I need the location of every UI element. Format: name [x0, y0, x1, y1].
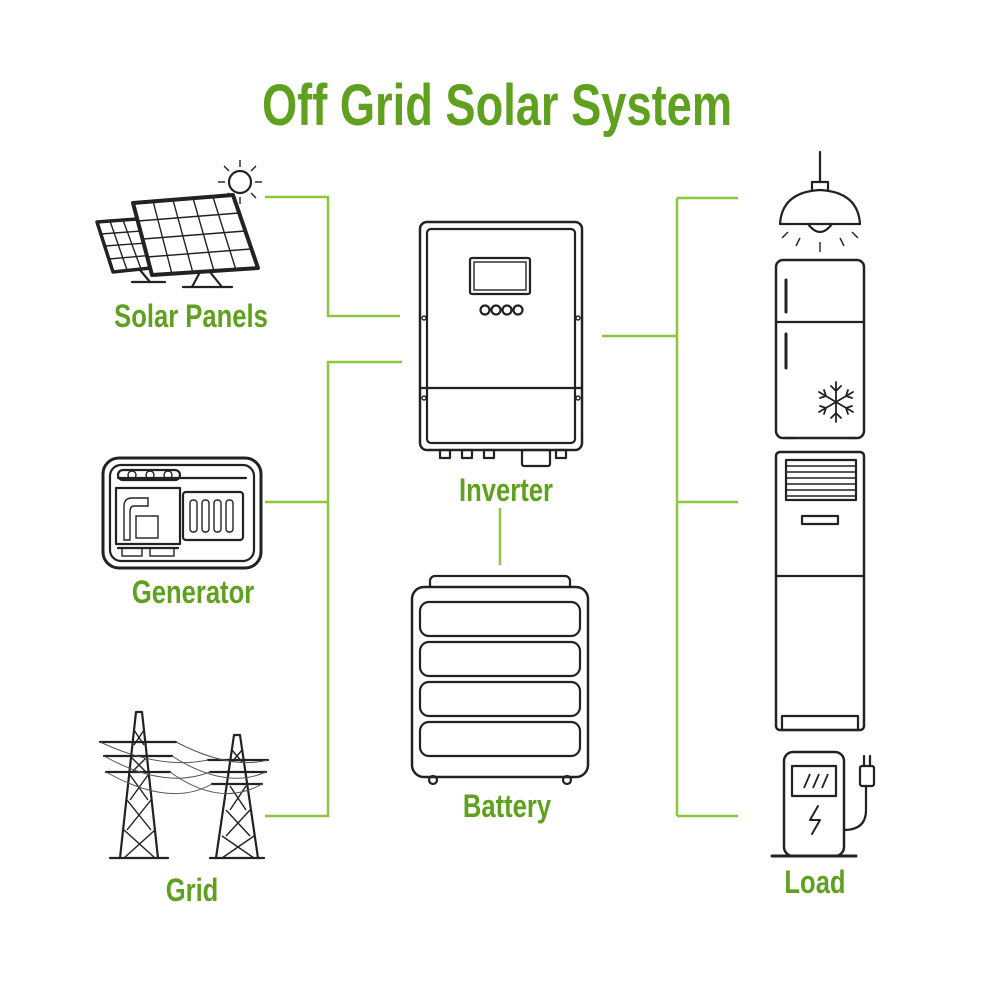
connector-lines: [265, 195, 738, 818]
refrigerator-icon: [774, 258, 866, 440]
label-battery: Battery: [462, 788, 552, 824]
connector-solar-inverter: [265, 195, 400, 318]
label-grid: Grid: [165, 872, 219, 908]
generator-icon: [101, 456, 263, 570]
air-conditioner-icon: [774, 450, 866, 732]
ev-charger-icon: [770, 750, 876, 858]
solar-panel-icon: [95, 193, 260, 289]
diagram-title: Off Grid Solar System: [261, 73, 733, 138]
connector-grid-bus: [265, 360, 402, 818]
label-solar-panels: Solar Panels: [114, 298, 268, 334]
inverter-icon: [418, 220, 584, 468]
power-tower-icon: [98, 710, 270, 860]
snowflake-icon: [818, 381, 854, 423]
label-inverter: Inverter: [459, 472, 553, 508]
label-load: Load: [784, 864, 846, 900]
battery-icon: [410, 574, 590, 786]
label-generator: Generator: [131, 574, 255, 610]
ceiling-lamp-icon: [778, 150, 862, 252]
